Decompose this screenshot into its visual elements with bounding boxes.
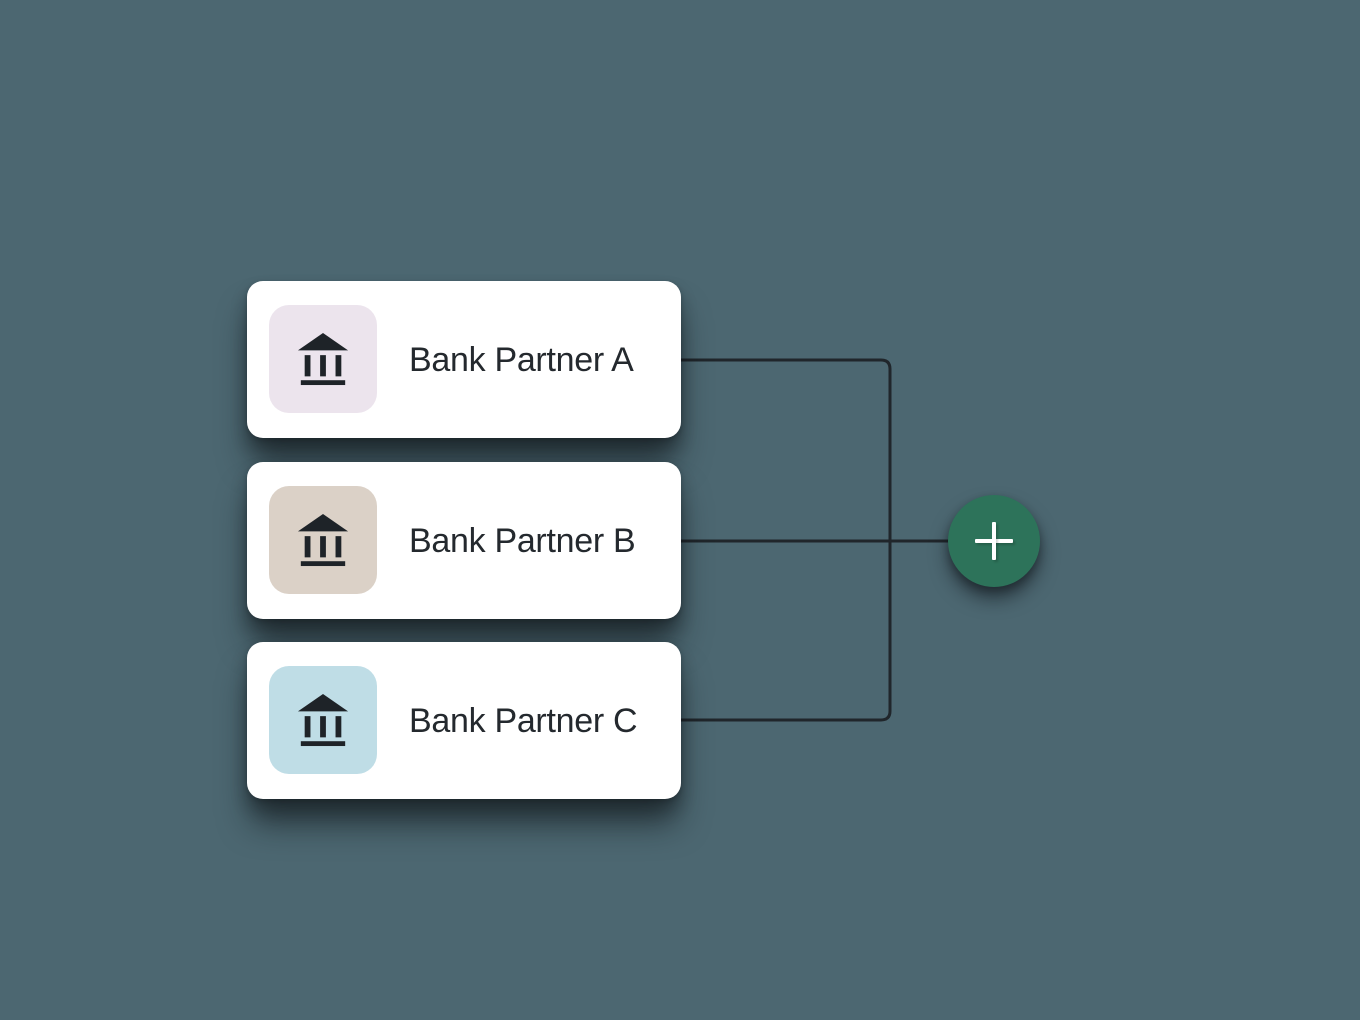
bank-icon-tile [269, 666, 377, 774]
bank-icon-tile [269, 486, 377, 594]
bank-partner-c-card: Bank Partner C [247, 642, 681, 799]
add-button[interactable] [948, 495, 1040, 587]
plus-icon [975, 522, 1013, 560]
bank-partner-label: Bank Partner A [409, 340, 634, 379]
bank-icon-tile [269, 305, 377, 413]
bank-partner-b-card: Bank Partner B [247, 462, 681, 619]
connector-path-a-to-c [679, 358, 892, 722]
bank-icon [297, 693, 349, 747]
bank-partner-a-card: Bank Partner A [247, 281, 681, 438]
bank-partner-label: Bank Partner B [409, 521, 636, 560]
bank-partner-label: Bank Partner C [409, 701, 638, 740]
bank-icon [297, 332, 349, 386]
bank-icon [297, 513, 349, 567]
